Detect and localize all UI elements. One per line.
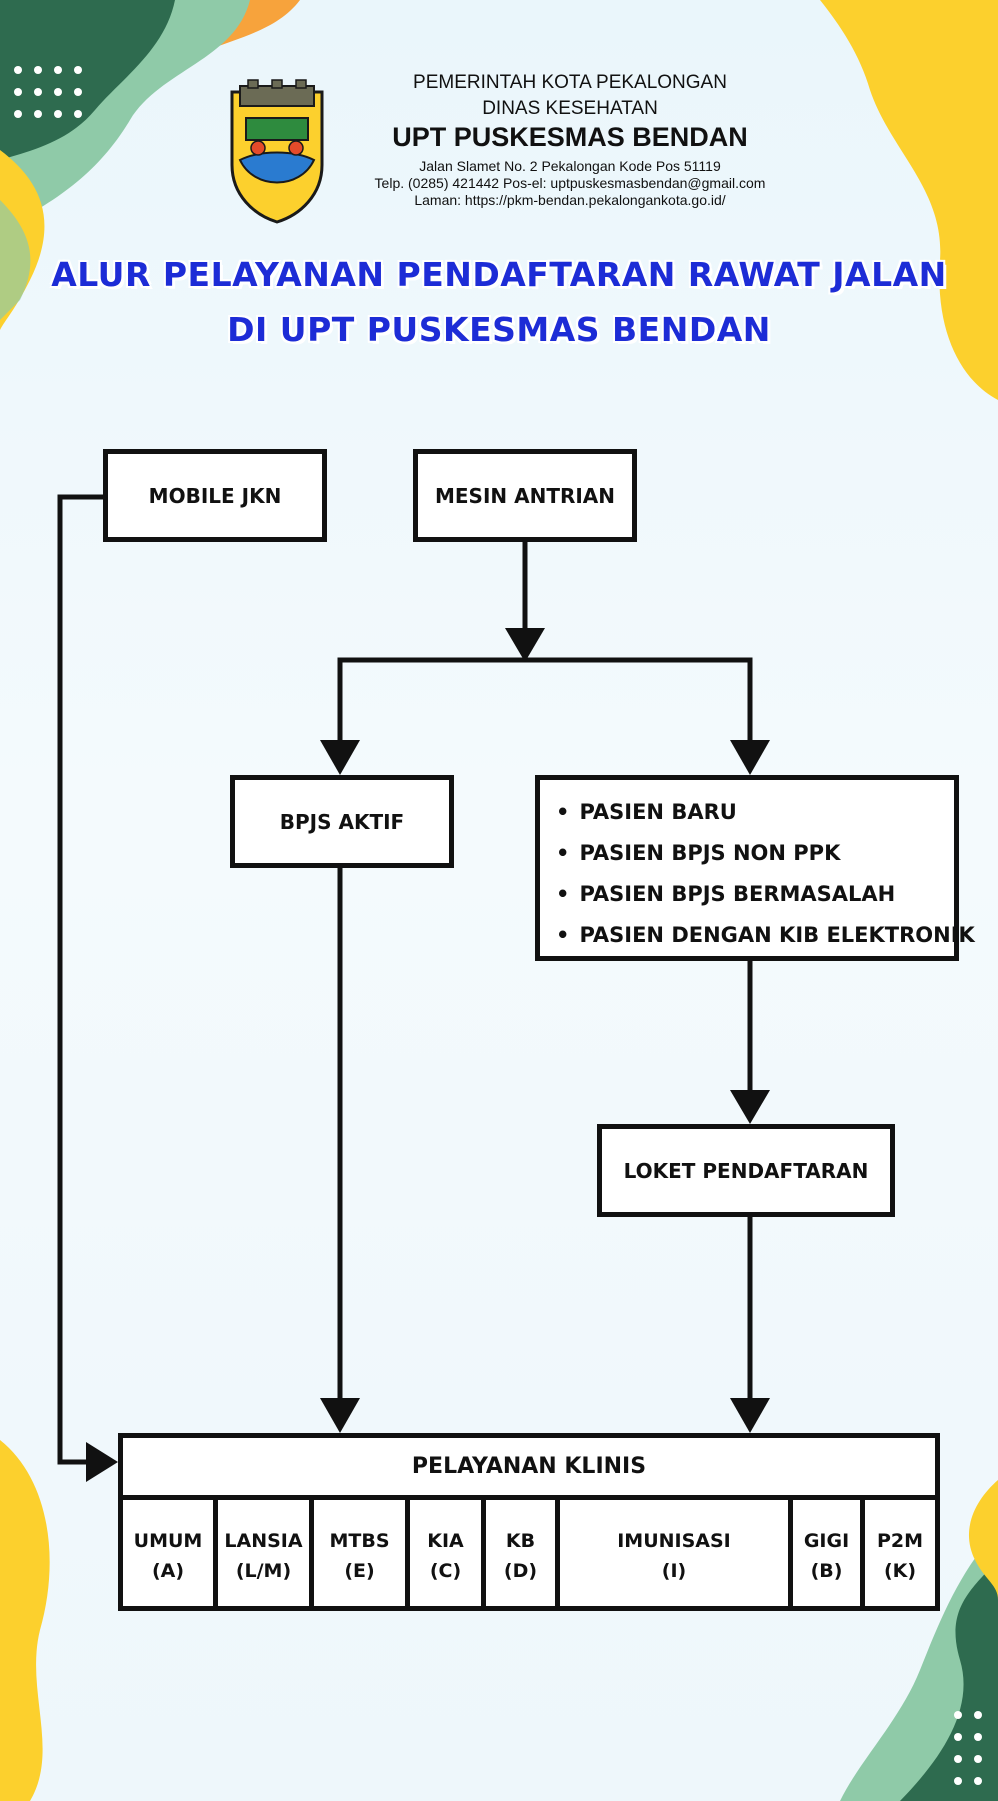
header-unit: UPT PUSKESMAS BENDAN xyxy=(392,122,748,152)
service-code: (L/M) xyxy=(235,1559,292,1582)
arrowhead-list xyxy=(730,740,770,775)
patient-type-item: PASIEN BPJS NON PPK xyxy=(556,833,954,874)
corner-blob-green xyxy=(0,0,175,160)
service-code: (I) xyxy=(661,1559,687,1582)
poster-title-line-2: DI UPT PUSKESMAS BENDAN xyxy=(227,310,771,349)
header-website: Laman: https://pkm-bendan.pekalongankota… xyxy=(414,192,726,208)
header-department: DINAS KESEHATAN xyxy=(482,98,658,119)
service-name: UMUM xyxy=(133,1529,203,1552)
header-government: PEMERINTAH KOTA PEKALONGAN xyxy=(413,72,727,93)
dot-grid-bottom xyxy=(954,1711,982,1785)
city-emblem-logo xyxy=(230,79,324,224)
arrowhead-mesin xyxy=(505,628,545,662)
service-code: (D) xyxy=(503,1559,538,1582)
node-bpjs-aktif: BPJS AKTIF xyxy=(230,775,454,868)
header-contact: Telp. (0285) 421442 Pos-el: uptpuskesmas… xyxy=(374,175,766,191)
header-address: Jalan Slamet No. 2 Pekalongan Kode Pos 5… xyxy=(419,158,721,174)
patient-type-item: PASIEN BARU xyxy=(556,792,954,833)
node-patient-types: PASIEN BARU PASIEN BPJS NON PPK PASIEN B… xyxy=(535,775,975,961)
klinis-title: PELAYANAN KLINIS xyxy=(123,1438,935,1500)
service-cell-kb: KB (D) xyxy=(486,1500,560,1611)
bottom-right-blob-green xyxy=(900,1560,998,1801)
arrowhead-bpjs xyxy=(320,740,360,775)
service-name: GIGI xyxy=(803,1529,850,1552)
patient-type-item: PASIEN DENGAN KIB ELEKTRONIK xyxy=(556,915,974,956)
service-cell-kia: KIA (C) xyxy=(410,1500,486,1611)
arrowhead-loket xyxy=(730,1090,770,1124)
connector-mobile-to-klinis xyxy=(57,494,106,1465)
arrowhead-mobile-klinis xyxy=(86,1442,118,1482)
klinis-services: UMUM (A) LANSIA (L/M) MTBS (E) KIA (C) K… xyxy=(123,1500,935,1611)
node-loket-pendaftaran: LOKET PENDAFTARAN xyxy=(597,1124,895,1217)
service-cell-umum: UMUM (A) xyxy=(123,1500,218,1611)
patient-type-list: PASIEN BARU PASIEN BPJS NON PPK PASIEN B… xyxy=(556,792,974,956)
arrowhead-loket-klinis xyxy=(730,1398,770,1433)
corner-blob-mint-small xyxy=(0,200,31,320)
node-pelayanan-klinis: PELAYANAN KLINIS UMUM (A) LANSIA (L/M) M… xyxy=(118,1433,940,1611)
service-code: (A) xyxy=(151,1559,185,1582)
poster-title-line-1: ALUR PELAYANAN PENDAFTARAN RAWAT JALAN xyxy=(51,255,947,294)
service-code: (E) xyxy=(344,1559,375,1582)
service-code: (K) xyxy=(883,1559,917,1582)
service-cell-p2m: P2M (K) xyxy=(865,1500,935,1611)
service-name: MTBS xyxy=(329,1529,390,1552)
service-cell-mtbs: MTBS (E) xyxy=(314,1500,410,1611)
service-name: KB xyxy=(505,1529,536,1552)
service-cell-lansia: LANSIA (L/M) xyxy=(218,1500,314,1611)
service-cell-imunisasi: IMUNISASI (I) xyxy=(560,1500,793,1611)
bottom-left-blob-yellow xyxy=(0,1440,50,1801)
service-name: LANSIA xyxy=(224,1529,303,1552)
bottom-right-blob-yellow xyxy=(968,1480,998,1600)
service-cell-gigi: GIGI (B) xyxy=(793,1500,865,1611)
service-code: (C) xyxy=(429,1559,462,1582)
service-name: P2M xyxy=(876,1529,924,1552)
service-name: KIA xyxy=(427,1529,464,1552)
right-blob-yellow xyxy=(820,0,998,400)
arrowhead-bpjs-klinis xyxy=(320,1398,360,1433)
patient-type-item: PASIEN BPJS BERMASALAH xyxy=(556,874,954,915)
node-mesin-antrian: MESIN ANTRIAN xyxy=(413,449,637,542)
node-mobile-jkn: MOBILE JKN xyxy=(103,449,327,542)
dot-grid-top xyxy=(14,66,82,118)
service-code: (B) xyxy=(810,1559,843,1582)
service-name: IMUNISASI xyxy=(617,1529,731,1552)
